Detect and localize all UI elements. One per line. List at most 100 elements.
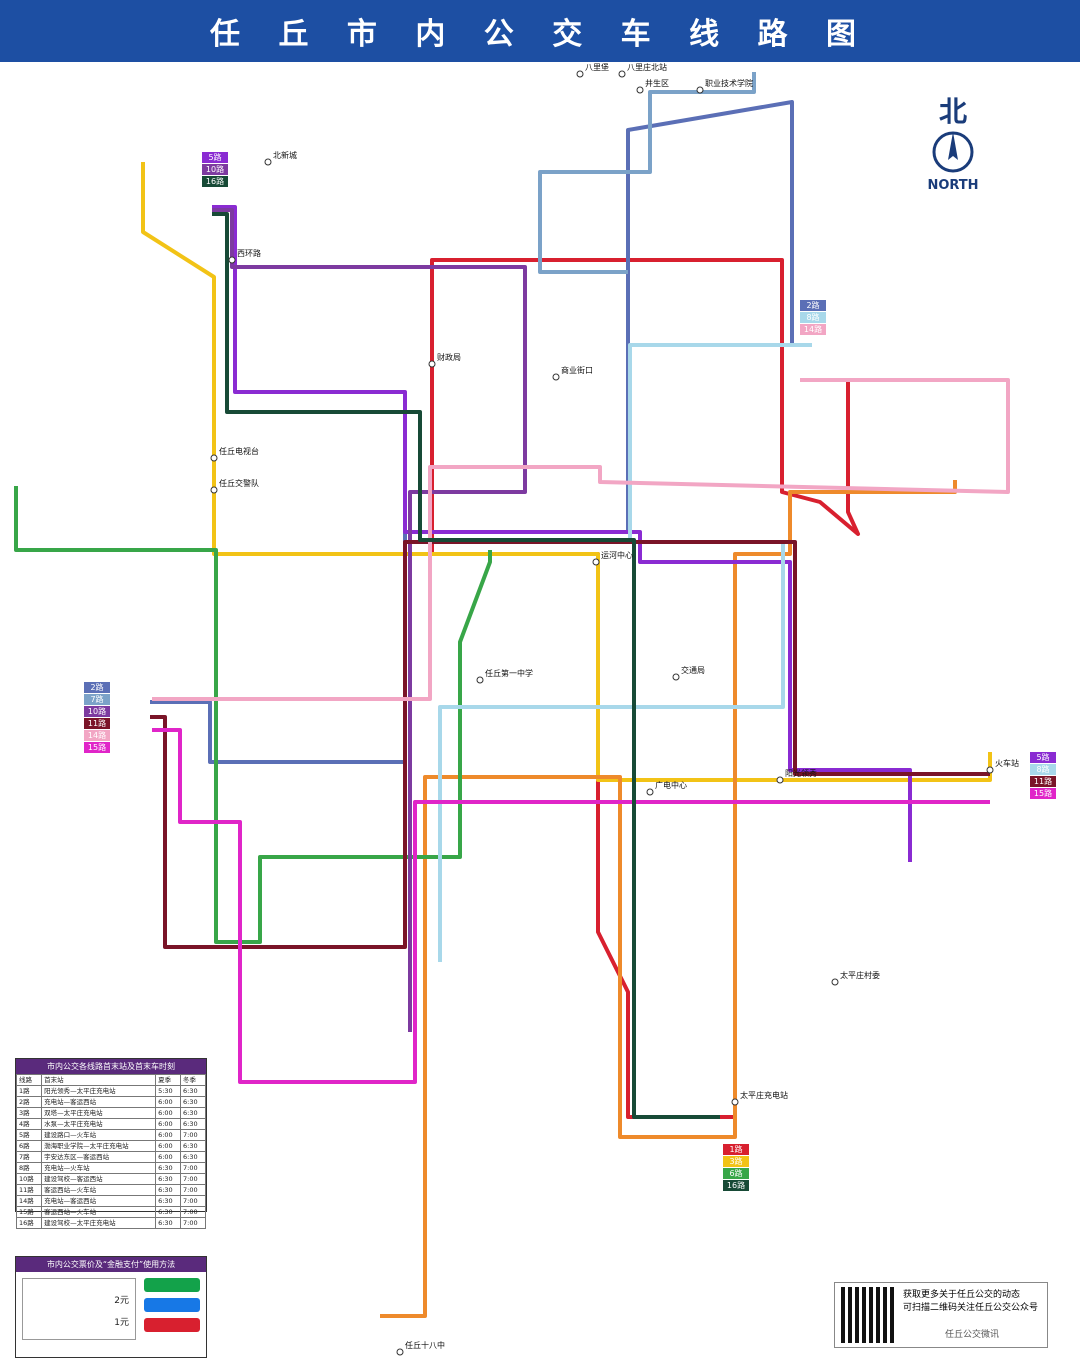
- timetable-cell: 6:30: [155, 1184, 182, 1196]
- line-badge[interactable]: 6路: [723, 1168, 749, 1179]
- stop-marker[interactable]: [264, 158, 272, 166]
- line-badge[interactable]: 15路: [1030, 788, 1056, 799]
- line-badge[interactable]: 3路: [723, 1156, 749, 1167]
- qr-text: 获取更多关于任丘公交的动态 可扫描二维码关注任丘公交公众号: [903, 1290, 1039, 1313]
- stop-label: 任丘电视台: [219, 446, 259, 456]
- route-line-2[interactable]: [150, 100, 812, 764]
- line-badge[interactable]: 7路: [84, 694, 110, 705]
- stop-marker[interactable]: [228, 256, 236, 264]
- line-badge[interactable]: 5路: [202, 152, 228, 163]
- timetable-cell: 4路: [15, 1118, 43, 1130]
- timetable-cell: 7:00: [180, 1184, 206, 1196]
- stop-marker[interactable]: [396, 1348, 404, 1356]
- fare-1: 2元: [114, 1296, 129, 1306]
- timetable-cell: 6:00: [155, 1107, 182, 1119]
- payment-panel: 市内公交票价及“金融支付”使用方法 2元 1元: [15, 1256, 207, 1358]
- route-line-11[interactable]: [150, 540, 990, 949]
- line-badge[interactable]: 10路: [84, 706, 110, 717]
- route-line-5[interactable]: [212, 205, 912, 862]
- line-badge[interactable]: 14路: [800, 324, 826, 335]
- line-badge[interactable]: 16路: [723, 1180, 749, 1191]
- stop-label: 八里庄北站: [627, 62, 667, 72]
- line-badge[interactable]: 11路: [84, 718, 110, 729]
- payment-title: 市内公交票价及“金融支付”使用方法: [16, 1257, 206, 1272]
- stop-marker[interactable]: [831, 978, 839, 986]
- stop-marker[interactable]: [618, 70, 626, 78]
- route-line-8[interactable]: [438, 343, 812, 962]
- stop-label: 财政局: [437, 352, 461, 362]
- qr-code-icon[interactable]: [841, 1287, 897, 1343]
- stop-marker[interactable]: [210, 486, 218, 494]
- stop-label: 井生区: [645, 78, 669, 88]
- route-line-1[interactable]: [430, 258, 860, 1119]
- route-line-7[interactable]: [538, 72, 756, 274]
- alipay-icon: [144, 1298, 200, 1312]
- timetable-header: 线路: [15, 1074, 43, 1086]
- timetable-cell: 1路: [15, 1085, 43, 1097]
- stop-marker[interactable]: [672, 673, 680, 681]
- route-line-15[interactable]: [152, 728, 990, 1084]
- timetable-cell: 客运西站—火车站: [41, 1206, 157, 1218]
- route-line-4[interactable]: [380, 480, 957, 1318]
- timetable-cell: 7:00: [180, 1162, 206, 1174]
- line-badge[interactable]: 10路: [202, 164, 228, 175]
- stop-marker[interactable]: [592, 558, 600, 566]
- line-badge[interactable]: 11路: [1030, 776, 1056, 787]
- stop-marker[interactable]: [696, 86, 704, 94]
- stop-label: 运河中心: [601, 550, 633, 560]
- route-line-3[interactable]: [141, 162, 992, 782]
- line-badge[interactable]: 8路: [800, 312, 826, 323]
- timetable-cell: 6:00: [155, 1129, 182, 1141]
- stop-label: 火车站: [995, 758, 1019, 768]
- route-line-14[interactable]: [152, 378, 1010, 701]
- timetable-cell: 7:00: [180, 1173, 206, 1185]
- stop-marker[interactable]: [776, 776, 784, 784]
- stop-label: 西环路: [237, 248, 261, 258]
- stop-label: 太平庄充电站: [740, 1090, 788, 1100]
- line-badge[interactable]: 15路: [84, 742, 110, 753]
- line-badge[interactable]: 8路: [1030, 764, 1056, 775]
- timetable-title: 市内公交各线路首末站及首末车时刻: [16, 1059, 206, 1074]
- timetable-cell: 7:00: [180, 1206, 206, 1218]
- stop-marker[interactable]: [552, 373, 560, 381]
- timetable-cell: 6:30: [155, 1173, 182, 1185]
- timetable-cell: 客运西站—火车站: [41, 1184, 157, 1196]
- stop-marker[interactable]: [210, 454, 218, 462]
- line-badge[interactable]: 2路: [84, 682, 110, 693]
- line-badge[interactable]: 5路: [1030, 752, 1056, 763]
- timetable-cell: 阳光领秀—太平庄充电站: [41, 1085, 157, 1097]
- timetable-header: 冬季: [180, 1074, 206, 1086]
- stop-marker[interactable]: [646, 788, 654, 796]
- fare-2: 1元: [114, 1318, 129, 1328]
- stop-marker[interactable]: [428, 360, 436, 368]
- timetable-cell: 8路: [15, 1162, 43, 1174]
- route-line-10[interactable]: [212, 208, 527, 1032]
- line-badge[interactable]: 1路: [723, 1144, 749, 1155]
- stop-marker[interactable]: [576, 70, 584, 78]
- stop-marker[interactable]: [986, 766, 994, 774]
- line-badge[interactable]: 2路: [800, 300, 826, 311]
- stop-marker[interactable]: [476, 676, 484, 684]
- stop-label: 商业街口: [561, 365, 593, 375]
- line-badge[interactable]: 16路: [202, 176, 228, 187]
- timetable-cell: 6:30: [180, 1140, 206, 1152]
- route-line-6[interactable]: [14, 486, 492, 944]
- timetable-cell: 11路: [15, 1184, 43, 1196]
- line-badge[interactable]: 14路: [84, 730, 110, 741]
- timetable-cell: 宇安达东区—客运西站: [41, 1151, 157, 1163]
- map-title-bar: 任 丘 市 内 公 交 车 线 路 图: [0, 0, 1080, 62]
- compass-north-en: NORTH: [927, 178, 979, 193]
- timetable-cell: 6:30: [180, 1118, 206, 1130]
- timetable-cell: 6:30: [180, 1096, 206, 1108]
- route-line-16[interactable]: [212, 212, 720, 1119]
- timetable-cell: 3路: [15, 1107, 43, 1119]
- stop-marker[interactable]: [636, 86, 644, 94]
- timetable-cell: 6:30: [180, 1085, 206, 1097]
- stop-marker[interactable]: [731, 1098, 739, 1106]
